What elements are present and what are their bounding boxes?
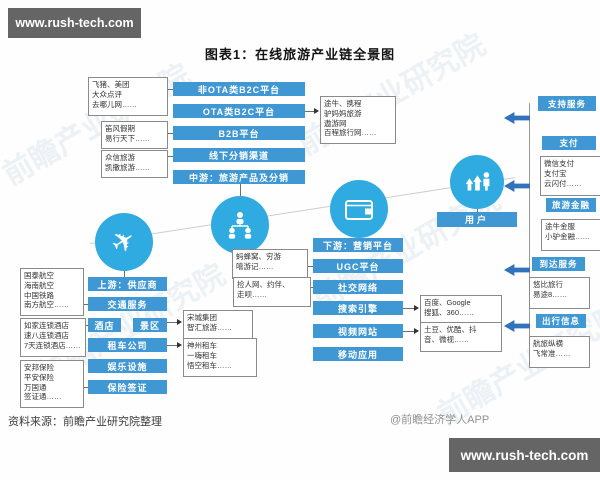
midstream-label: 中游：旅游产品及分销 [173,170,305,184]
connector-line [124,271,125,277]
examples-arrival-service: 悠比旅行 易途8…… [529,277,590,309]
channel-b2b: B2B平台 [173,126,305,140]
support-payment: 支付 [542,136,596,150]
blue-arrow-left-icon [504,320,530,332]
support-spine-line [529,103,530,355]
user-circle [450,155,504,209]
connector-line [163,156,173,157]
channel-non-ota-b2c: 非OTA类B2C平台 [173,82,305,96]
connector-line [167,322,178,323]
downstream-circle [330,180,388,238]
channel-ota-b2c: OTA类B2C平台 [173,104,305,118]
category-mobile-app: 移动应用 [313,347,403,361]
users-group-icon [465,172,490,191]
connector-line [305,111,315,112]
support-arrival-service: 到达服务 [532,257,585,271]
connector-line [163,133,173,134]
arrow-right-icon [314,108,322,114]
downstream-label: 下游：营销平台 [313,238,403,252]
arrow-right-icon [414,305,422,311]
category-social: 社交网络 [313,280,403,294]
examples-b2b: 笛风假期 易行天下…… [101,121,168,149]
blue-arrow-left-icon [504,264,530,276]
upstream-label: 上游：供应商 [88,277,167,291]
category-entertainment: 娱乐设施 [88,359,167,373]
examples-social: 捡人网、约伴、 走呗…… [233,277,311,307]
arrow-right-icon [414,328,422,334]
examples-hotel: 如家连锁酒店 速八连锁酒店 7天连锁酒店…… [20,318,86,357]
category-video: 视频网站 [313,324,403,338]
examples-travel-info: 航旅纵横 飞常准…… [529,336,590,368]
examples-ota: 途牛、携程 驴妈妈旅游 遨游网 百程旅行网…… [320,96,396,144]
arrow-right-icon [177,342,185,348]
support-travel-finance: 旅游金融 [546,198,596,212]
examples-travel-finance: 途牛金服 小驴金融…… [541,219,600,251]
midstream-circle [211,196,269,254]
examples-transport: 国泰航空 海南航空 中国铁路 南方航空…… [20,268,84,316]
site-logo-bottom: www.rush-tech.com [449,438,600,472]
support-label: 支持服务 [538,96,596,111]
examples-ugc: 蚂蜂窝、穷游 嘻游记…… [232,249,308,279]
examples-offline: 众信旅游 凯撒旅游…… [101,150,168,178]
examples-scenic: 宋城集团 智汇旅游…… [183,310,253,340]
org-chart-icon [228,212,252,239]
category-ugc: UGC平台 [313,259,403,273]
plane-icon: ✈ [105,222,142,261]
connector-line [403,331,415,332]
support-travel-info: 出行信息 [536,314,586,328]
chart-title: 图表1：在线旅游产业链全景图 [204,47,396,62]
category-insurance-visa: 保险签证 [88,380,167,394]
examples-non-ota: 飞猪、美团 大众点评 去哪儿网…… [88,77,168,116]
connector-line [403,308,415,309]
blue-arrow-left-icon [504,180,530,192]
category-car-rental: 租车公司 [88,338,167,352]
connector-line [303,266,313,267]
channel-offline: 线下分销渠道 [173,148,305,162]
connector-line [163,89,173,90]
category-scenic: 景区 [133,318,167,332]
category-hotel: 酒店 [88,318,121,332]
examples-search: 百度、Google 搜狐、360…… [420,295,502,325]
connector-line [167,345,178,346]
category-search: 搜索引擎 [313,301,403,315]
wallet-icon [345,200,373,220]
source-note: 资料来源：前瞻产业研究院整理 [8,416,162,428]
arrow-right-icon [177,319,185,325]
examples-video: 土豆、优酷、抖 音、微视…… [420,322,502,352]
site-logo-top: www.rush-tech.com [8,8,141,38]
category-transport: 交通服务 [88,297,167,311]
connector-line [240,184,241,196]
credit-watermark: @前瞻经济学人APP [390,414,490,426]
upstream-circle: ✈ [95,213,153,271]
blue-arrow-left-icon [504,112,530,124]
examples-insurance: 安邦保险 平安保险 万国通 签证通…… [20,360,84,408]
connector-line [477,209,478,212]
examples-payment: 微信支付 支付宝 云闪付…… [540,156,600,196]
examples-car-rental: 神州租车 一嗨租车 悟空租车…… [183,338,257,377]
user-label: 用户 [437,212,517,227]
